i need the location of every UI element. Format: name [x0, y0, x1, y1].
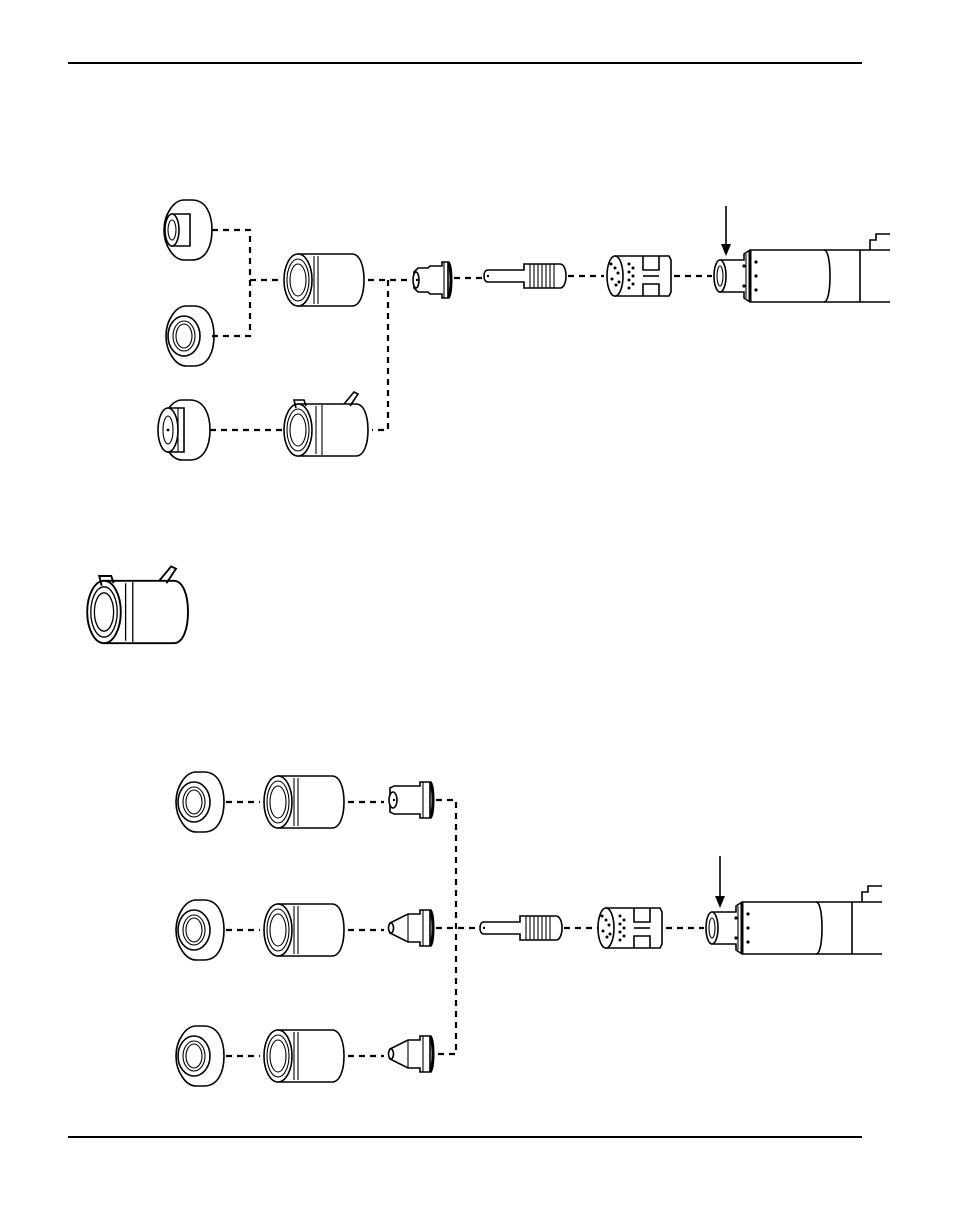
retaining-cap-icon [263, 903, 345, 957]
bottom-assembly [175, 771, 884, 1087]
torch-head-icon [704, 884, 884, 956]
shield-icon [175, 771, 225, 833]
nozzle-icon [411, 260, 453, 300]
torch-head-icon [712, 232, 892, 304]
arrow-down-icon [715, 856, 725, 908]
swirl-ring-icon [597, 907, 663, 949]
electrode-icon [483, 263, 567, 289]
footer-rule [68, 1136, 862, 1138]
shield-icon [165, 305, 215, 367]
shield-icon [157, 399, 211, 461]
shield-icon [175, 899, 225, 961]
electrode-icon [479, 915, 563, 941]
retaining-cap-icon [263, 775, 345, 829]
retaining-cap-icon [263, 1029, 345, 1083]
nozzle-icon [387, 1034, 435, 1074]
retaining-cap-icon [86, 565, 189, 645]
header-rule [68, 62, 862, 64]
standalone-part [86, 565, 189, 645]
retaining-cap-icon [283, 391, 369, 457]
retaining-cap-icon [283, 253, 365, 307]
nozzle-icon [387, 780, 435, 820]
arrow-down-icon [721, 206, 731, 256]
swirl-ring-icon [606, 255, 672, 297]
shield-icon [175, 1025, 225, 1087]
nozzle-icon [387, 908, 435, 948]
shield-icon [163, 199, 213, 261]
top-assembly [157, 199, 892, 461]
